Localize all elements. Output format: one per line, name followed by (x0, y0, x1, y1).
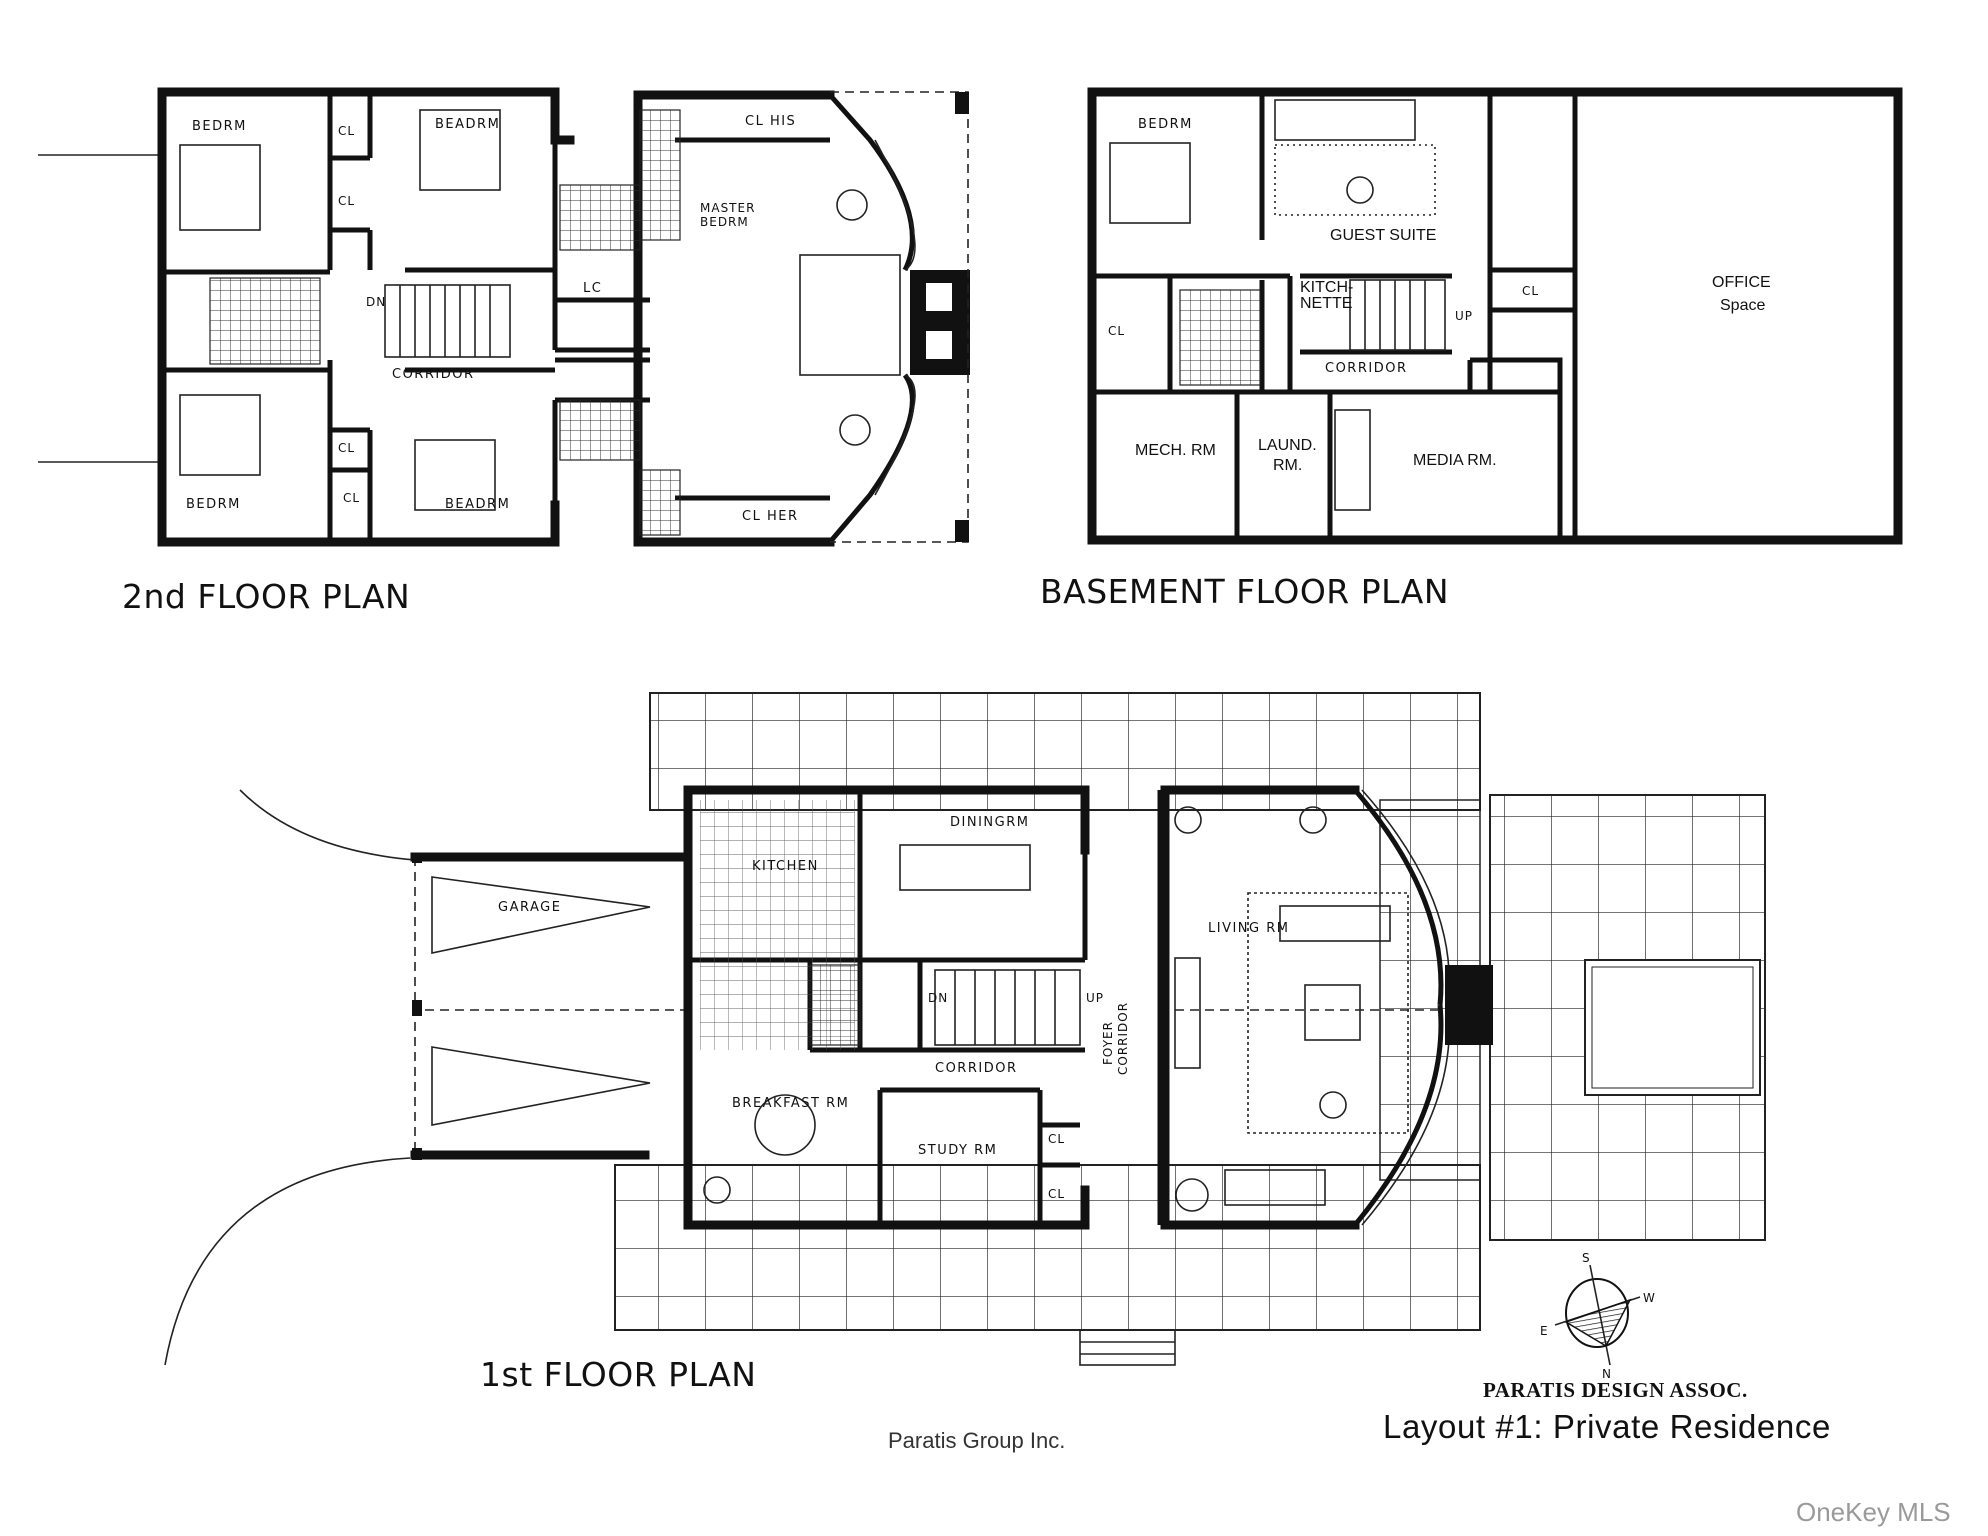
room-label-guest-suite: GUEST SUITE (1330, 227, 1436, 244)
basement-floor-plan: BEDRM GUEST SUITE KITCH- NETTE CL CL COR… (1087, 87, 1903, 545)
second-floor-plan: BEDRM BEADRM BEDRM BEADRM MASTER BEDRM C… (38, 87, 970, 547)
room-label-basement-corridor: CORRIDOR (1325, 361, 1407, 376)
room-label-bedroom-n: BEADRM (435, 117, 500, 132)
room-label-basement-bedroom: BEDRM (1138, 117, 1193, 132)
room-label-garage: GARAGE (498, 900, 561, 915)
compass-west: W (1643, 1291, 1656, 1305)
room-label-closet-1: CL (338, 124, 355, 138)
room-label-first-floor-corridor: CORRIDOR (935, 1061, 1017, 1076)
room-label-laundry-line1: LAUND. (1258, 437, 1317, 454)
room-label-closet-3: CL (338, 441, 355, 455)
room-label-kitchen: KITCHEN (752, 859, 819, 874)
compass-east: E (1540, 1324, 1549, 1338)
second-floor-stair-treads (399, 285, 491, 357)
room-label-kitchenette-line1: KITCH- (1300, 279, 1353, 296)
room-label-office-line1: OFFICE (1712, 274, 1771, 291)
room-label-closet-his: CL HIS (745, 114, 796, 129)
room-label-first-floor-closet-2: CL (1048, 1187, 1065, 1201)
room-label-closet-4: CL (343, 491, 360, 505)
room-label-breakfast: BREAKFAST RM (732, 1096, 849, 1111)
room-label-foyer-line1: FOYER (1101, 1021, 1115, 1065)
room-label-first-floor-closet-1: CL (1048, 1132, 1065, 1146)
first-floor-plan: GARAGE KITCHEN DININGRM BREAKFAST RM STU… (164, 692, 1766, 1366)
room-label-media: MEDIA RM. (1413, 452, 1497, 469)
room-label-mech: MECH. RM (1135, 442, 1216, 459)
room-label-laundry-line2: RM. (1273, 457, 1302, 474)
room-label-office-line2: Space (1720, 297, 1765, 314)
room-label-closet-2: CL (338, 194, 355, 208)
first-floor-stair-treads (954, 970, 1056, 1045)
room-label-basement-closet-1: CL (1108, 324, 1125, 338)
compass-north: N (1602, 1367, 1612, 1381)
stair-direction-up-first: UP (1086, 991, 1104, 1005)
room-label-bedroom-s: BEADRM (445, 497, 510, 512)
room-label-living: LIVING RM (1208, 921, 1289, 936)
room-label-bedroom-sw: BEDRM (186, 497, 241, 512)
room-label-closet-her: CL HER (742, 509, 798, 524)
company-credit: Paratis Group Inc. (888, 1428, 1066, 1453)
room-label-master-bedroom-line2: BEDRM (700, 215, 749, 229)
room-label-corridor: CORRIDOR (392, 367, 474, 382)
designer-credit: PARATIS DESIGN ASSOC. (1483, 1378, 1748, 1402)
mls-watermark: OneKey MLS (1796, 1497, 1951, 1527)
stair-direction-down-first: DN (928, 991, 948, 1005)
room-label-kitchenette-line2: NETTE (1300, 295, 1352, 312)
room-label-foyer-line2: CORRIDOR (1116, 1002, 1130, 1075)
room-label-master-bedroom-line1: MASTER (700, 201, 755, 215)
compass-rose-icon: S W E N (1540, 1251, 1656, 1381)
room-label-linen-closet: LC (583, 281, 602, 296)
room-label-dining: DININGRM (950, 815, 1029, 830)
compass-south: S (1582, 1251, 1591, 1265)
second-floor-caption: 2nd FLOOR PLAN (122, 577, 411, 616)
first-floor-caption: 1st FLOOR PLAN (480, 1355, 757, 1394)
document-title: Layout #1: Private Residence (1383, 1408, 1831, 1445)
room-label-basement-closet-2: CL (1522, 284, 1539, 298)
basement-stair-treads (1364, 280, 1426, 350)
room-label-study: STUDY RM (918, 1143, 997, 1158)
basement-caption: BASEMENT FLOOR PLAN (1040, 572, 1450, 611)
stair-direction-down: DN (366, 295, 386, 309)
stair-direction-up: UP (1455, 309, 1473, 323)
room-label-bedroom-nw: BEDRM (192, 119, 247, 134)
